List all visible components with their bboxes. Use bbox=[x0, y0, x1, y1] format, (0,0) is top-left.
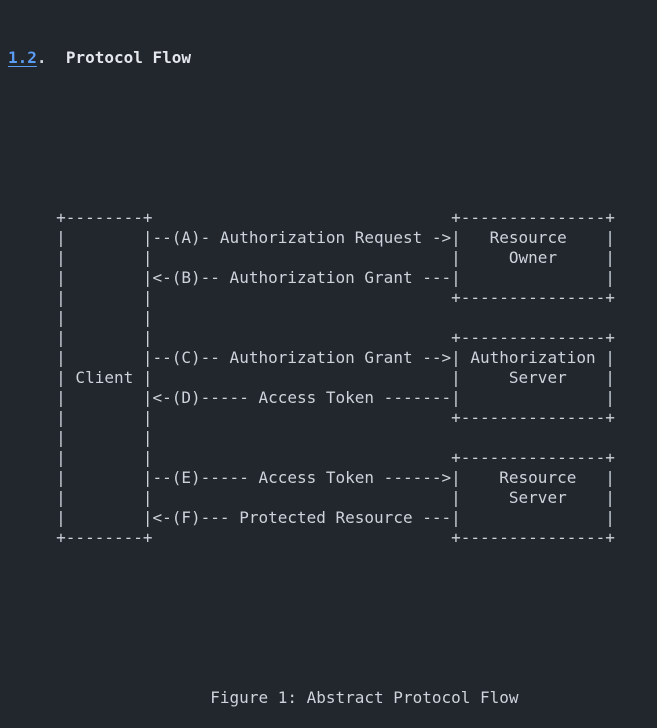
figure-caption: Figure 1: Abstract Protocol Flow bbox=[210, 688, 519, 707]
section-number-dot: . bbox=[36, 48, 47, 67]
spacer bbox=[8, 128, 657, 148]
spacer bbox=[8, 608, 657, 628]
section-heading: 1.2. Protocol Flow bbox=[8, 48, 657, 68]
section-number-link[interactable]: 1.2 bbox=[8, 48, 37, 67]
protocol-flow-ascii-diagram: +--------+ +---------------+ | |--(A)- A… bbox=[56, 208, 615, 547]
section-title: Protocol Flow bbox=[65, 48, 192, 67]
